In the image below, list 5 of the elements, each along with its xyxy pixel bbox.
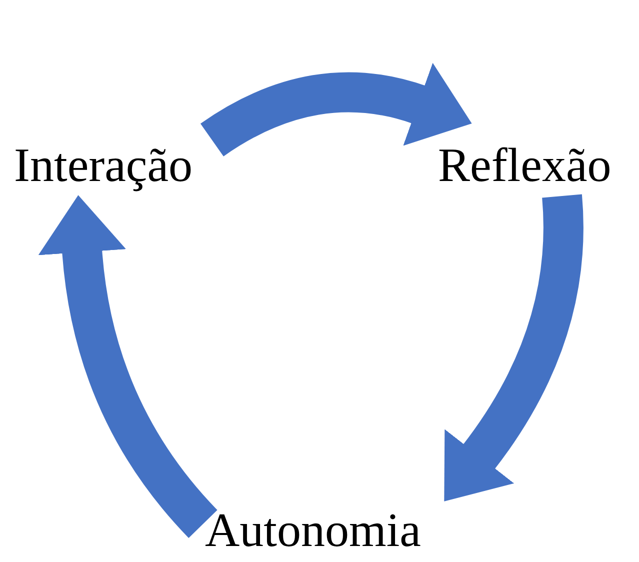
cycle-label: Reflexão: [438, 140, 612, 193]
curved-arrow: [38, 195, 218, 538]
curved-arrow: [444, 194, 584, 502]
cycle-label: Interação: [14, 140, 193, 193]
cycle-label: Autonomia: [205, 505, 421, 558]
